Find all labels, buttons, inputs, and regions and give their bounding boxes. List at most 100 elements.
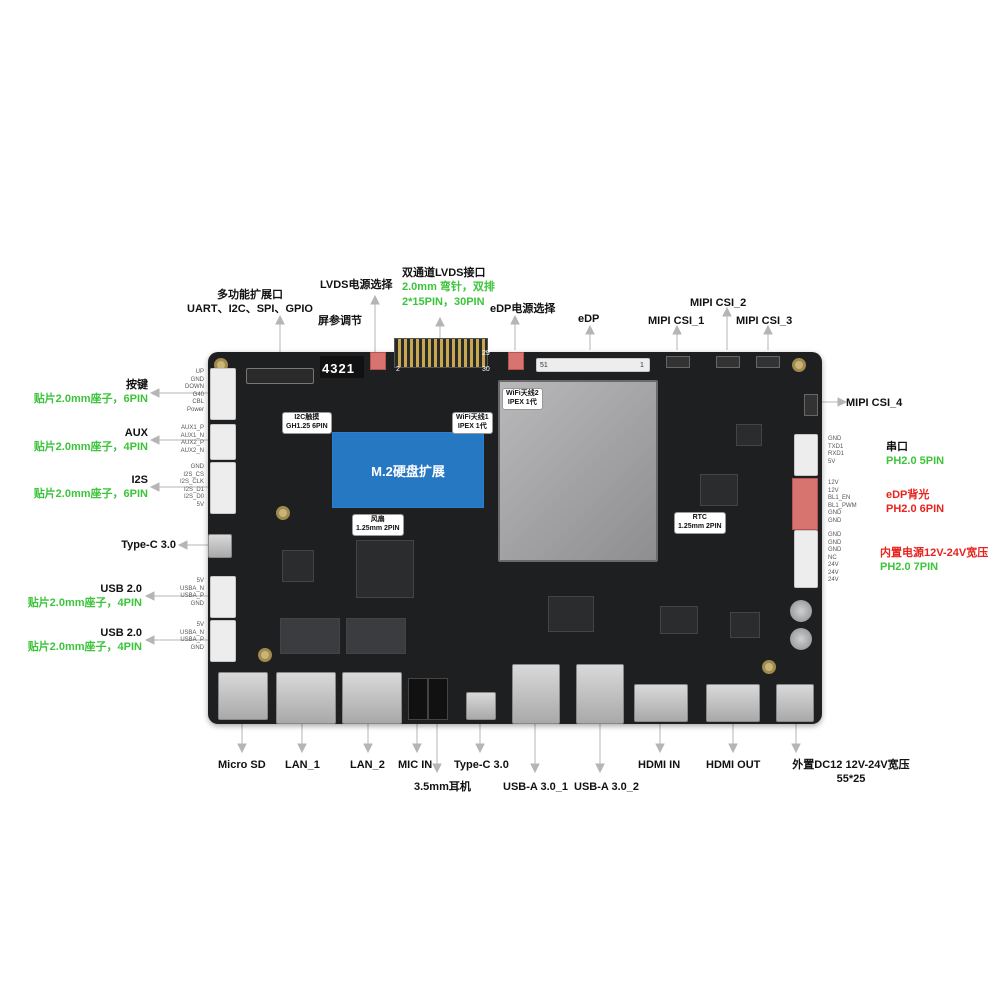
ic-chip	[660, 606, 698, 634]
label-power-in-spec: PH2.0 7PIN	[880, 561, 939, 574]
label-lvds-power: LVDS电源选择	[320, 279, 393, 291]
pin-label: 24V	[828, 577, 839, 583]
label-serial: 串口 PH2.0 5PIN	[886, 440, 944, 469]
label-power-in: 内置电源12V-24V宽压 PH2.0 7PIN	[880, 546, 988, 575]
pin-label-30: 30	[482, 366, 490, 373]
lvds-connector	[394, 338, 488, 368]
ic-chip	[736, 424, 762, 446]
label-mipi2: MIPI CSI_2	[690, 297, 747, 309]
label-earphone: 3.5mm耳机	[414, 781, 471, 793]
i2c-touch-tag: I2C触摸 GH1.25 6PIN	[282, 412, 332, 434]
label-dual-lvds-title: 双通道LVDS接口	[402, 267, 486, 279]
pin-label: UP	[195, 369, 204, 375]
pin-label: GND	[190, 600, 204, 607]
label-i2s-spec: 贴片2.0mm座子，6PIN	[33, 488, 148, 501]
pin-label: 24V	[828, 569, 839, 576]
label-dual-lvds-spec2: 2*15PIN，30PIN	[402, 295, 485, 308]
wifi2-tag: WiFi天线2 IPEX 1代	[502, 388, 543, 410]
key-connector	[210, 368, 236, 420]
pin-label: RXD1	[828, 451, 845, 457]
pin-label: GND	[828, 517, 842, 524]
pin-label: Power	[186, 406, 204, 413]
transformer	[346, 618, 406, 654]
label-microsd: Micro SD	[218, 759, 266, 771]
capacitor	[790, 628, 812, 650]
serial-connector	[794, 434, 818, 476]
pin-label: DOWN	[185, 384, 204, 390]
ic-chip	[730, 612, 760, 638]
pin-label: AUX1_P	[180, 425, 204, 431]
label-power-in-title: 内置电源12V-24V宽压	[880, 547, 989, 559]
transformer	[280, 618, 340, 654]
mic-jack	[408, 678, 428, 720]
pin-label: GND	[828, 539, 842, 546]
label-hdmi-in: HDMI IN	[638, 759, 681, 771]
rtc-tag: RTC 1.25mm 2PIN	[674, 512, 726, 534]
label-lan2: LAN_2	[350, 759, 385, 771]
label-dc-title: 外置DC12 12V-24V宽压	[792, 759, 910, 771]
pin-label: 12V	[828, 487, 839, 494]
wifi2-title: WiFi天线2	[506, 390, 539, 397]
pin-label: I2S_D1	[183, 486, 204, 493]
pin-label: NC	[828, 554, 837, 561]
pin-label-2: 2	[396, 366, 400, 373]
wifi1-tag: WiFi天线1 IPEX 1代	[452, 412, 493, 434]
ic-chip	[548, 596, 594, 632]
label-typec-left: Type-C 3.0	[121, 539, 176, 551]
mount-hole	[258, 648, 272, 662]
pin-label: BL1_EN	[828, 495, 851, 501]
backlight-connector	[792, 478, 818, 530]
rtc-spec: 1.25mm 2PIN	[678, 522, 722, 530]
microsd-slot	[218, 672, 268, 720]
hdmi-out-port	[706, 684, 760, 722]
pin-label: I2S_D0	[183, 494, 204, 500]
label-hdmi-out: HDMI OUT	[706, 759, 761, 771]
pin-label: BL1_PWM	[828, 502, 857, 509]
aux-connector	[210, 424, 236, 460]
pin-label: 5V	[828, 458, 836, 465]
pin-label: G40	[192, 391, 204, 398]
pin-label: GND	[828, 436, 842, 442]
dip-digits: 4321	[322, 361, 355, 376]
label-usb1-spec: 贴片2.0mm座子，4PIN	[27, 597, 142, 610]
pin-label: USBA_N	[179, 629, 204, 636]
pin-label: USBA_N	[179, 585, 204, 592]
power-connector	[794, 530, 818, 588]
label-dc-size: 55*25	[836, 773, 866, 786]
label-usba1: USB-A 3.0_1	[503, 781, 569, 793]
pin-label: GND	[190, 464, 204, 470]
mount-hole	[792, 358, 806, 372]
pin-label: CBL	[192, 399, 204, 405]
pin-label: AUX2_N	[180, 447, 204, 454]
label-backlight-spec: PH2.0 6PIN	[886, 503, 945, 516]
fan-tag: 风扇 1.25mm 2PIN	[352, 514, 404, 536]
label-usb2: USB 2.0 贴片2.0mm座子，4PIN	[4, 626, 142, 655]
pin-label: GND	[190, 644, 204, 651]
pin-label: I2S_CS	[183, 471, 204, 478]
pin-label: GND	[828, 532, 842, 538]
label-screen-adjust: 屏参调节	[318, 315, 362, 327]
edp-connector	[536, 358, 650, 372]
pin-label: 24V	[828, 562, 839, 568]
usb1-connector	[210, 576, 236, 618]
mipi-csi-1-connector	[666, 356, 690, 368]
pin-label-51: 51	[540, 362, 548, 369]
label-backlight: eDP背光 PH2.0 6PIN	[886, 488, 944, 517]
label-usb1: USB 2.0 贴片2.0mm座子，4PIN	[4, 582, 142, 611]
label-mipi3: MIPI CSI_3	[736, 315, 793, 327]
label-uart: UART、I2C、SPI、GPIO	[187, 303, 313, 316]
label-multi-function-title: 多功能扩展口	[217, 289, 283, 301]
pin-label: GND	[828, 547, 842, 553]
mount-hole	[762, 660, 776, 674]
soc-chip	[498, 380, 658, 562]
i2c-touch-spec: GH1.25 6PIN	[286, 422, 328, 430]
fan-spec: 1.25mm 2PIN	[356, 524, 400, 532]
pin-label: GND	[828, 510, 842, 516]
label-backlight-title: eDP背光	[886, 489, 930, 501]
